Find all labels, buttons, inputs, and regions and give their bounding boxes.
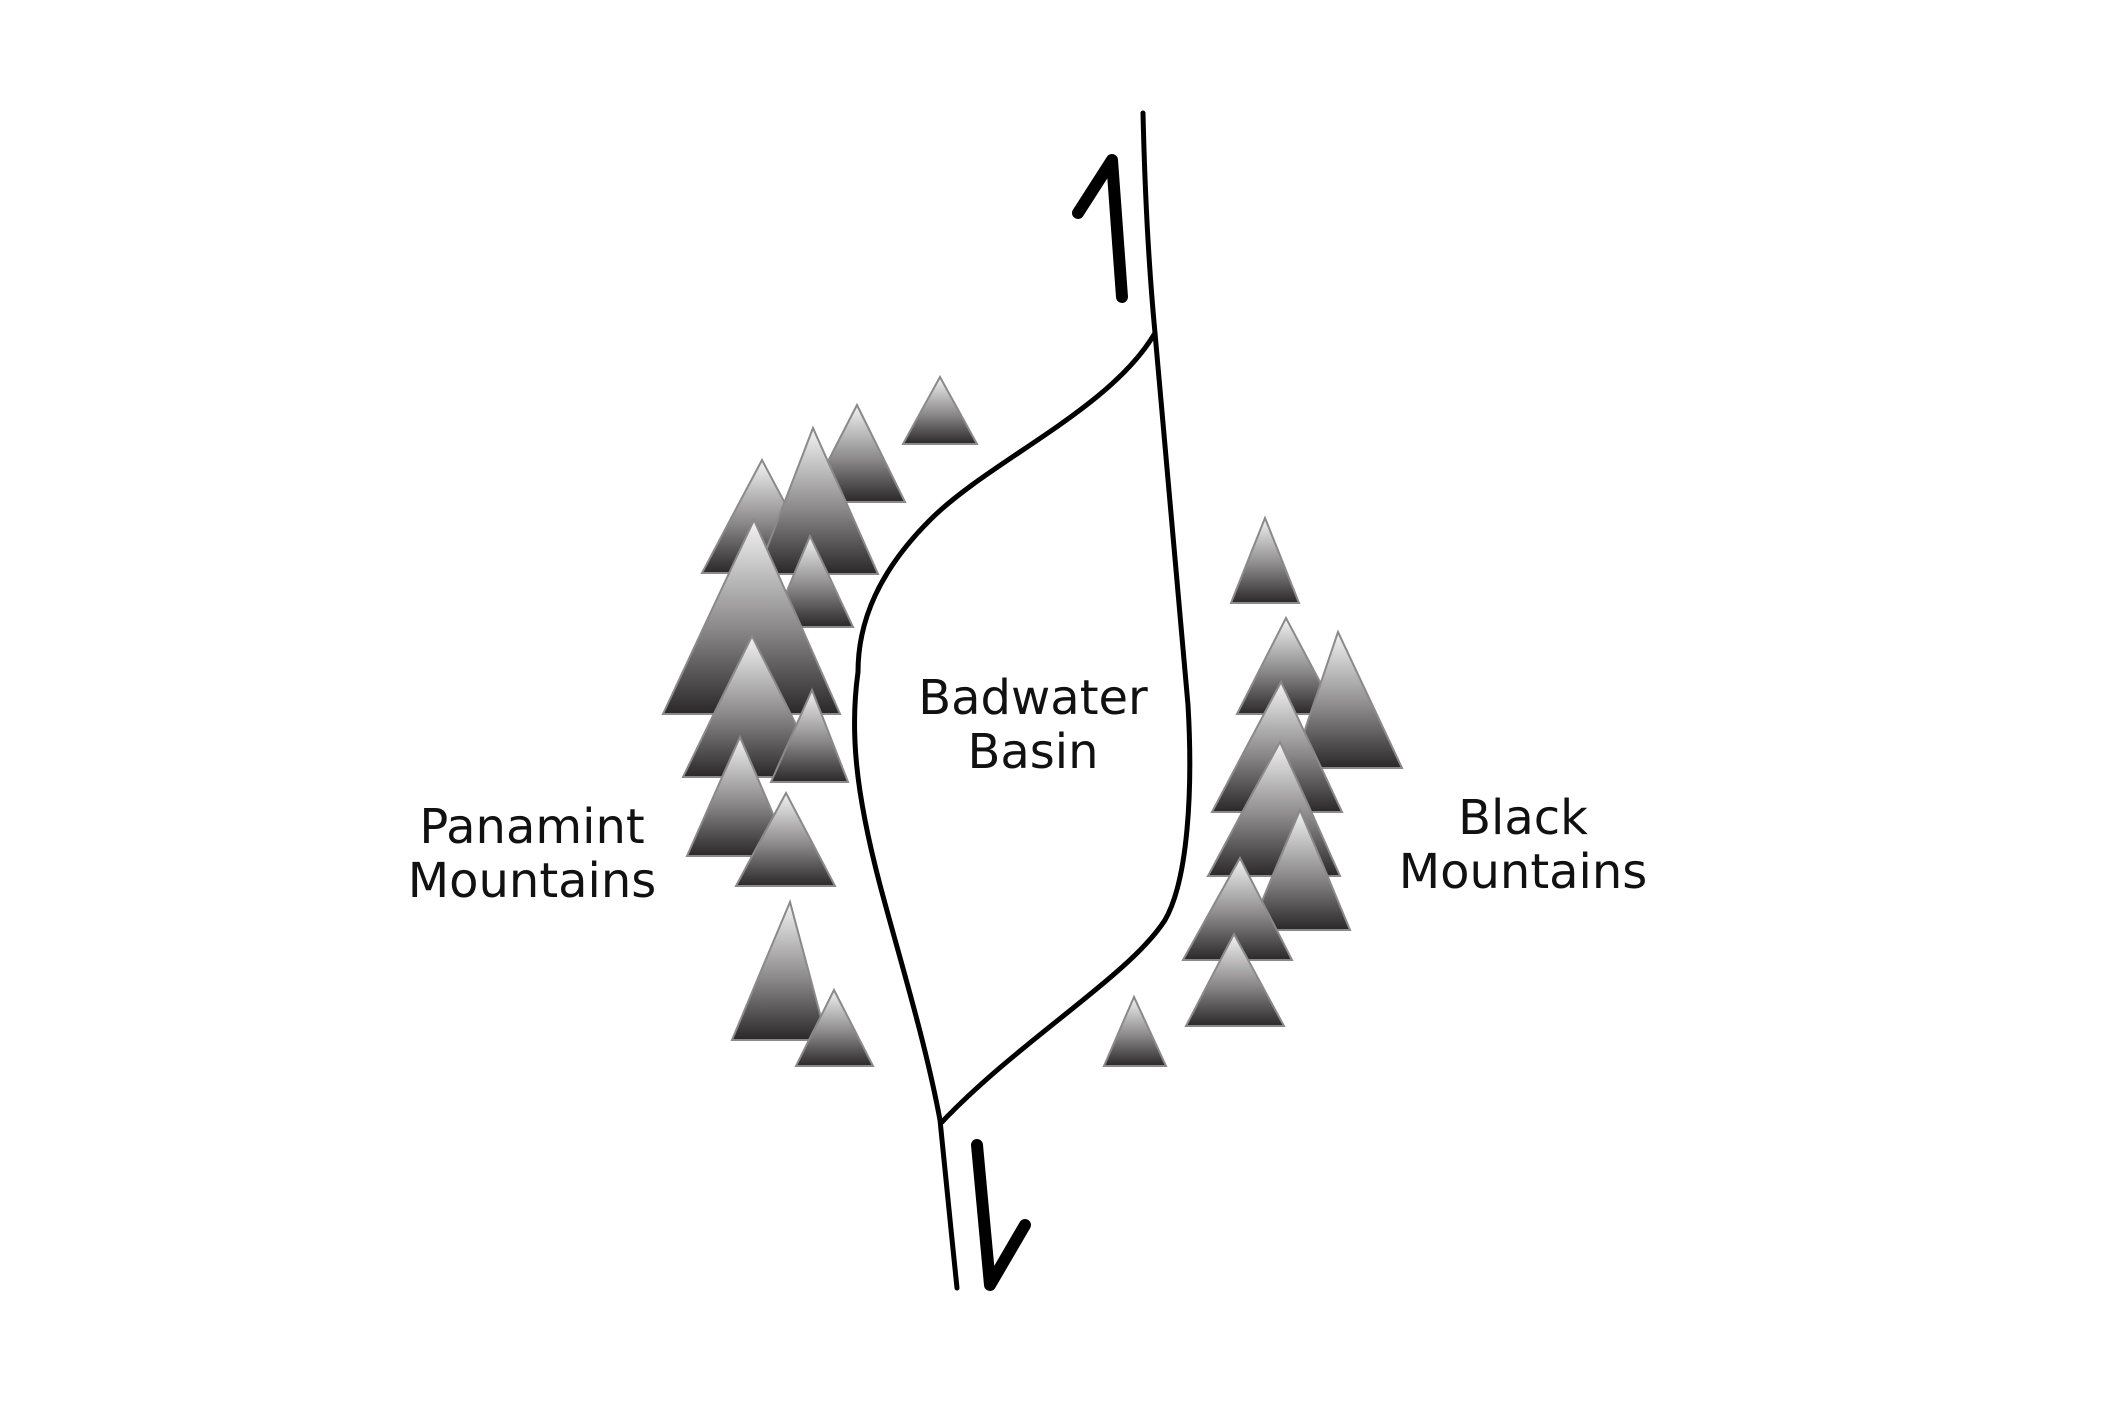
mountain-peak (685, 734, 793, 857)
black-label-line2: Mountains (1399, 844, 1648, 900)
fault-motion-arrow-down (971, 1139, 1031, 1291)
mountain-peak (734, 790, 837, 887)
fault-line-right (1140, 110, 1193, 923)
mountain-peak (769, 687, 850, 783)
fault-motion-arrow-up (1072, 154, 1128, 303)
basin-label-line1: Badwater (918, 670, 1148, 726)
panamint-label-line2: Mountains (408, 853, 657, 909)
fault-line-left (852, 669, 960, 1291)
mountain-peak (1290, 629, 1404, 769)
black-mountains-peaks (1102, 515, 1404, 1067)
mountain-peak (1248, 807, 1352, 931)
basin-lower-boundary (939, 917, 1168, 1125)
panamint-label-line1: Panamint (419, 799, 644, 855)
mountain-peak (901, 374, 979, 445)
basin-label-line2: Basin (967, 724, 1098, 780)
black-label-line1: Black (1458, 790, 1588, 846)
mountain-peak (1184, 931, 1286, 1027)
mountain-peak (1102, 994, 1168, 1067)
panamint-mountains-peaks (661, 374, 979, 1067)
basin-upper-boundary (855, 330, 1158, 675)
mountain-peak (794, 987, 875, 1067)
mountain-peak (1229, 515, 1301, 604)
mountain-peak (730, 898, 829, 1041)
strike-slip-fault (852, 110, 1193, 1291)
